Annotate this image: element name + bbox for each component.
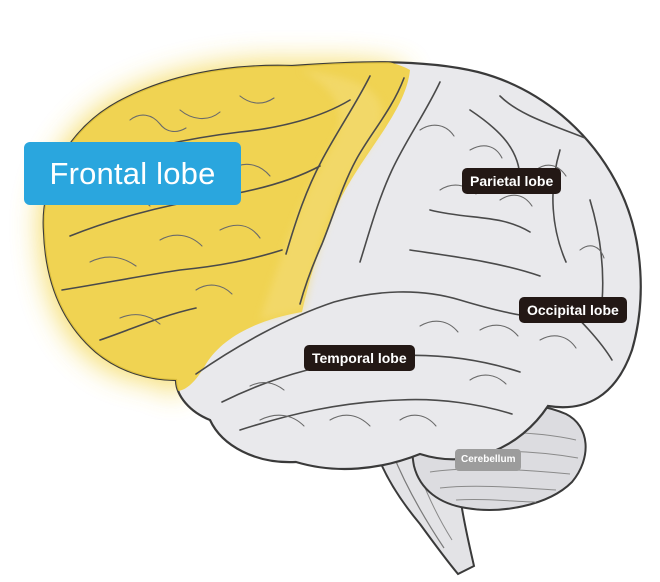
temporal-lobe-label: Temporal lobe: [304, 345, 415, 371]
cerebrum: [42, 61, 642, 471]
occipital-lobe-label: Occipital lobe: [519, 297, 627, 323]
frontal-lobe-label: Frontal lobe: [24, 142, 241, 205]
cerebellum-label: Cerebellum: [455, 449, 522, 471]
parietal-lobe-label: Parietal lobe: [462, 168, 562, 194]
